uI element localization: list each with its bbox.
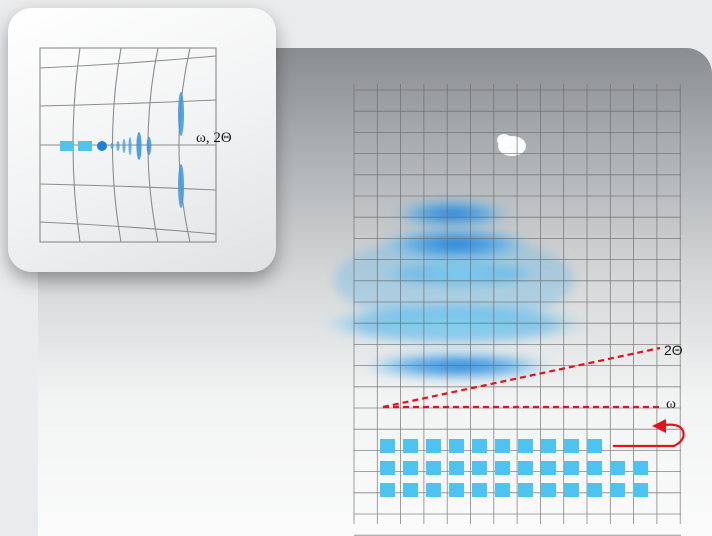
detector-pixel-icon xyxy=(403,483,418,497)
detector-pixel-icon xyxy=(633,461,648,475)
detector-pixel-icon xyxy=(633,483,648,497)
detector-pixel-icon xyxy=(587,461,602,475)
detector-pixel-icon xyxy=(403,439,418,453)
inset-reflection xyxy=(178,164,184,208)
detector-pixel-icon xyxy=(495,461,510,475)
detector-pixel-icon xyxy=(541,461,556,475)
inset-streak xyxy=(146,137,152,155)
inset-reflection xyxy=(178,92,184,136)
reflection-band-3 xyxy=(376,260,544,288)
detector-pixel-icon xyxy=(495,483,510,497)
detector-pixel-icon xyxy=(472,483,487,497)
detector-pixel-icon xyxy=(587,439,602,453)
inset-fan-line xyxy=(39,55,217,69)
detector-pixel-icon xyxy=(541,483,556,497)
inset-card xyxy=(8,8,276,272)
direct-beam-spot-part xyxy=(497,134,511,146)
diffraction-figure xyxy=(318,84,685,536)
detector-pixel-icon xyxy=(518,461,533,475)
detector-pixel-icon xyxy=(78,141,92,151)
detector-array xyxy=(380,439,648,497)
inset-curved-grid xyxy=(39,47,217,243)
detector-pixel-icon xyxy=(380,461,395,475)
detector-pixel-icon xyxy=(518,483,533,497)
detector-pixel-icon xyxy=(472,439,487,453)
detector-pixel-icon xyxy=(380,439,395,453)
inset-fan-line xyxy=(39,183,217,191)
main-panel xyxy=(38,48,712,536)
reflection-band-4 xyxy=(318,302,590,346)
detector-pixel-icon xyxy=(472,461,487,475)
inset-streak xyxy=(136,132,142,160)
detector-pixel-icon xyxy=(426,461,441,475)
inset-streak xyxy=(128,137,132,155)
inset-streak xyxy=(110,143,114,149)
detector-pixel-icon xyxy=(564,461,579,475)
detector-pixel-icon xyxy=(380,483,395,497)
inset-streak xyxy=(122,139,126,153)
detector-pixel-icon xyxy=(426,439,441,453)
detector-pixel-icon xyxy=(541,439,556,453)
detector-pixel-icon xyxy=(564,439,579,453)
omega-label: ω xyxy=(666,396,676,412)
two-theta-label: 2Θ xyxy=(664,342,683,358)
inset-fan-line xyxy=(39,221,217,235)
diffraction-pattern xyxy=(318,134,590,381)
detector-pixel-icon xyxy=(449,461,464,475)
inset-scan-label: ω, 2Θ xyxy=(196,130,232,146)
detector-pixel-icon xyxy=(426,483,441,497)
inset-beam xyxy=(60,92,184,208)
reflection-band-2 xyxy=(380,226,532,262)
rotation-arrow-head xyxy=(652,419,666,433)
inset-fan-line xyxy=(39,99,217,107)
detector-pixel-icon xyxy=(564,483,579,497)
inset-center-spot xyxy=(97,141,107,151)
detector-pixel-icon xyxy=(495,439,510,453)
two-theta-beam-line xyxy=(382,346,661,409)
detector-pixel-icon xyxy=(403,461,418,475)
detector-pixel-icon xyxy=(60,141,74,151)
detector-pixel-icon xyxy=(449,483,464,497)
inset-reciprocal-map xyxy=(39,47,217,243)
rotation-arrow-icon xyxy=(613,423,685,448)
detector-pixel-icon xyxy=(518,439,533,453)
inset-streak xyxy=(116,141,120,151)
reflection-band-1 xyxy=(390,198,514,230)
detector-pixel-icon xyxy=(449,439,464,453)
detector-pixel-icon xyxy=(610,461,625,475)
detector-pixel-icon xyxy=(610,483,625,497)
detector-pixel-icon xyxy=(587,483,602,497)
